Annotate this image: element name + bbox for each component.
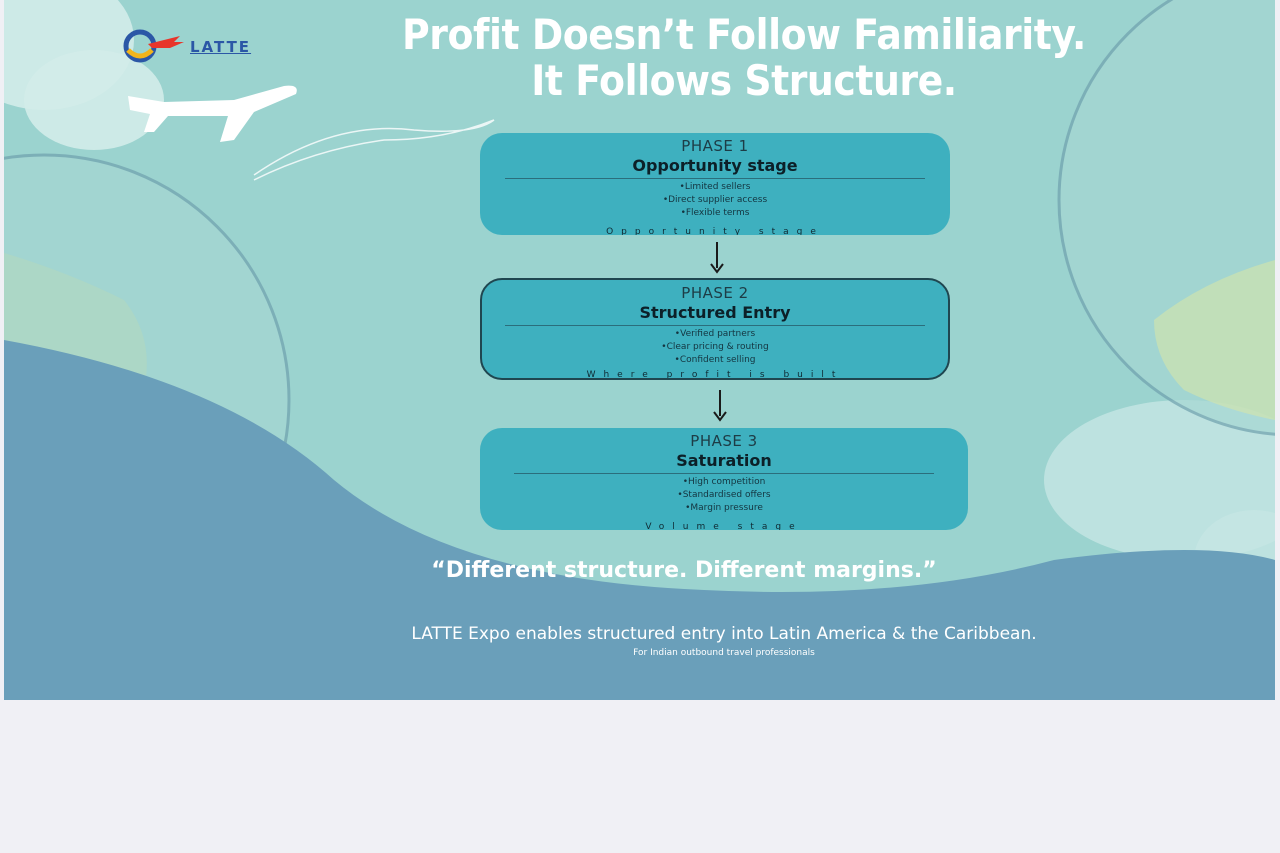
logo-text: LATTE [190, 38, 252, 56]
footer-tagline: LATTE Expo enables structured entry into… [411, 624, 1037, 644]
quote: “Different structure. Different margins.… [431, 558, 937, 583]
footer-subtext: For Indian outbound travel professionals [633, 648, 815, 658]
list-item: Clear pricing & routing [482, 341, 948, 354]
list-item: Confident selling [482, 354, 948, 367]
phase-title: Structured Entry [639, 303, 791, 322]
phase-label: PHASE 2 [681, 284, 749, 302]
list-item: High competition [480, 476, 968, 489]
latte-logo[interactable]: LATTE [118, 28, 278, 64]
logo-swirl-icon [123, 29, 184, 63]
promo-banner: LATTE Profit Doesn’t Follow Familiarity.… [4, 0, 1275, 700]
bullet-list: Limited sellers Direct supplier access F… [480, 181, 950, 220]
headline: Profit Doesn’t Follow Familiarity. It Fo… [348, 12, 1140, 104]
divider [505, 178, 925, 179]
phase-2-box: PHASE 2 Structured Entry Verified partne… [480, 278, 950, 380]
divider [505, 325, 925, 326]
list-item: Standardised offers [480, 489, 968, 502]
phase-title: Opportunity stage [632, 156, 798, 175]
list-item: Flexible terms [480, 207, 950, 220]
headline-line-2: It Follows Structure. [531, 56, 957, 105]
phase-footer: Where profit is built [586, 370, 844, 380]
phase-footer: Opportunity stage [606, 227, 824, 235]
phase-label: PHASE 1 [681, 137, 749, 155]
phase-footer: Volume stage [645, 522, 803, 530]
list-item: Margin pressure [480, 502, 968, 515]
background-illustration [4, 0, 1275, 700]
phase-title: Saturation [676, 451, 772, 470]
divider [514, 473, 934, 474]
phase-3-box: PHASE 3 Saturation High competition Stan… [480, 428, 968, 530]
airplane-icon [128, 85, 297, 142]
bullet-list: Verified partners Clear pricing & routin… [482, 328, 948, 367]
bullet-list: High competition Standardised offers Mar… [480, 476, 968, 515]
phase-1-box: PHASE 1 Opportunity stage Limited seller… [480, 133, 950, 235]
list-item: Verified partners [482, 328, 948, 341]
phase-label: PHASE 3 [690, 432, 758, 450]
list-item: Direct supplier access [480, 194, 950, 207]
arrow-down-icon [710, 242, 724, 274]
arrow-down-icon [713, 390, 727, 422]
list-item: Limited sellers [480, 181, 950, 194]
headline-line-1: Profit Doesn’t Follow Familiarity. [402, 10, 1086, 59]
